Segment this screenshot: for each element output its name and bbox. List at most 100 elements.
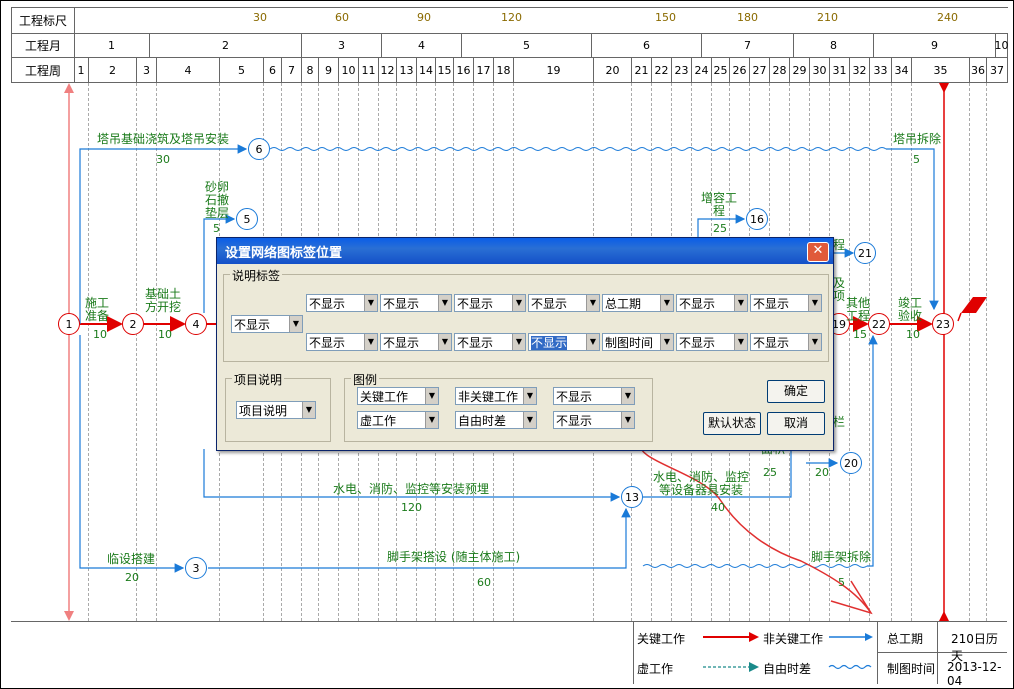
grid-line — [891, 83, 892, 621]
grid-line — [986, 83, 987, 621]
activity-duration: 10 — [158, 328, 172, 341]
activity-duration: 30 — [156, 153, 170, 166]
month-cell: 3 — [302, 33, 382, 57]
draw-date-label: 制图时间 — [887, 662, 936, 676]
node-21[interactable]: 21 — [854, 242, 876, 264]
group-title: 图例 — [351, 371, 380, 388]
week-cell: 5 — [220, 58, 264, 82]
label-select[interactable]: 自由时差▼ — [455, 411, 537, 429]
grid-line — [88, 83, 89, 621]
grid-line — [156, 83, 157, 621]
week-cell: 10 — [339, 58, 359, 82]
label-select[interactable]: 不显示▼ — [553, 411, 635, 429]
close-icon[interactable]: ✕ — [807, 242, 829, 262]
label-select[interactable]: 非关键工作▼ — [455, 387, 537, 405]
legend-free-float-line — [828, 664, 872, 670]
legend-free-float-label: 自由时差 — [763, 662, 812, 676]
week-cell: 14 — [417, 58, 436, 82]
project-desc-select[interactable]: 项目说明▼ — [236, 401, 316, 419]
week-cell: 4 — [157, 58, 220, 82]
legend-critical-line — [703, 632, 759, 642]
activity-duration: 10 — [906, 328, 920, 341]
label-select[interactable]: 不显示▼ — [306, 333, 378, 351]
week-cell: 11 — [359, 58, 379, 82]
week-cell: 36 — [970, 58, 987, 82]
cancel-button[interactable]: 取消 — [767, 412, 825, 435]
activity-name: 脚手架搭设 (随主体施工) — [387, 550, 521, 564]
week-cell: 21 — [632, 58, 652, 82]
node-5[interactable]: 5 — [236, 208, 258, 230]
node-16[interactable]: 16 — [746, 208, 768, 230]
legend-critical-label: 关键工作 — [637, 632, 686, 646]
label-select[interactable]: 虚工作▼ — [357, 411, 439, 429]
scale-tick: 150 — [655, 11, 676, 24]
activity-duration: 5 — [838, 576, 845, 589]
week-cell: 37 — [987, 58, 1008, 82]
week-cell: 13 — [397, 58, 417, 82]
label-select[interactable]: 制图时间▼ — [602, 333, 674, 351]
partial-label: 栏 — [833, 415, 846, 429]
node-2[interactable]: 2 — [122, 313, 144, 335]
week-cell: 22 — [652, 58, 672, 82]
week-cell: 32 — [850, 58, 870, 82]
dialog-title: 设置网络图标签位置 — [217, 238, 833, 264]
week-cell: 7 — [282, 58, 302, 82]
week-cell: 8 — [302, 58, 319, 82]
label-select[interactable]: 不显示▼ — [528, 333, 600, 351]
scale-tick: 30 — [253, 11, 267, 24]
label-select[interactable]: 不显示▼ — [676, 294, 748, 312]
label-select[interactable]: 不显示▼ — [528, 294, 600, 312]
node-20[interactable]: 20 — [840, 452, 862, 474]
label-select[interactable]: 不显示▼ — [380, 333, 452, 351]
node-1[interactable]: 1 — [58, 313, 80, 335]
ok-button[interactable]: 确定 — [767, 380, 825, 403]
month-row-label: 工程月 — [12, 33, 75, 57]
week-cell: 28 — [770, 58, 790, 82]
activity-duration: 60 — [477, 576, 491, 589]
node-3[interactable]: 3 — [185, 557, 207, 579]
label-select[interactable]: 不显示▼ — [454, 333, 526, 351]
week-cell: 20 — [594, 58, 632, 82]
label-select[interactable]: 总工期▼ — [602, 294, 674, 312]
month-cell: 5 — [462, 33, 592, 57]
legend-noncritical-label: 非关键工作 — [763, 632, 824, 646]
label-select[interactable]: 不显示▼ — [553, 387, 635, 405]
label-select[interactable]: 不显示▼ — [306, 294, 378, 312]
node-4[interactable]: 4 — [185, 313, 207, 335]
label-select[interactable]: 不显示▼ — [750, 294, 822, 312]
scale-tick: 60 — [335, 11, 349, 24]
default-state-button[interactable]: 默认状态 — [703, 412, 761, 435]
week-cell: 18 — [494, 58, 514, 82]
activity-duration: 5 — [213, 222, 220, 235]
node-13[interactable]: 13 — [621, 486, 643, 508]
week-cell: 1 — [74, 58, 89, 82]
node-6[interactable]: 6 — [248, 138, 270, 160]
activity-duration: 10 — [93, 328, 107, 341]
month-cell: 6 — [592, 33, 702, 57]
label-select[interactable]: 不显示▼ — [454, 294, 526, 312]
left-label-select[interactable]: 不显示▼ — [231, 315, 303, 333]
month-cell: 7 — [702, 33, 794, 57]
week-cell: 35 — [912, 58, 970, 82]
month-cell: 1 — [74, 33, 150, 57]
node-22[interactable]: 22 — [868, 313, 890, 335]
activity-name: 脚手架拆除 — [811, 550, 872, 564]
week-cell: 26 — [730, 58, 750, 82]
label-select[interactable]: 不显示▼ — [750, 333, 822, 351]
activity-name: 基础土 方开挖 — [145, 287, 182, 314]
label-select[interactable]: 不显示▼ — [380, 294, 452, 312]
week-cell: 6 — [264, 58, 282, 82]
activity-name: 塔吊拆除 — [893, 132, 942, 146]
scale-tick: 180 — [737, 11, 758, 24]
week-cell: 12 — [379, 58, 397, 82]
label-select[interactable]: 不显示▼ — [676, 333, 748, 351]
node-23[interactable]: 23 — [932, 313, 954, 335]
activity-name: 竣工 验收 — [898, 296, 923, 323]
label-select[interactable]: 关键工作▼ — [357, 387, 439, 405]
week-cell: 17 — [474, 58, 494, 82]
scale-tick: 90 — [417, 11, 431, 24]
